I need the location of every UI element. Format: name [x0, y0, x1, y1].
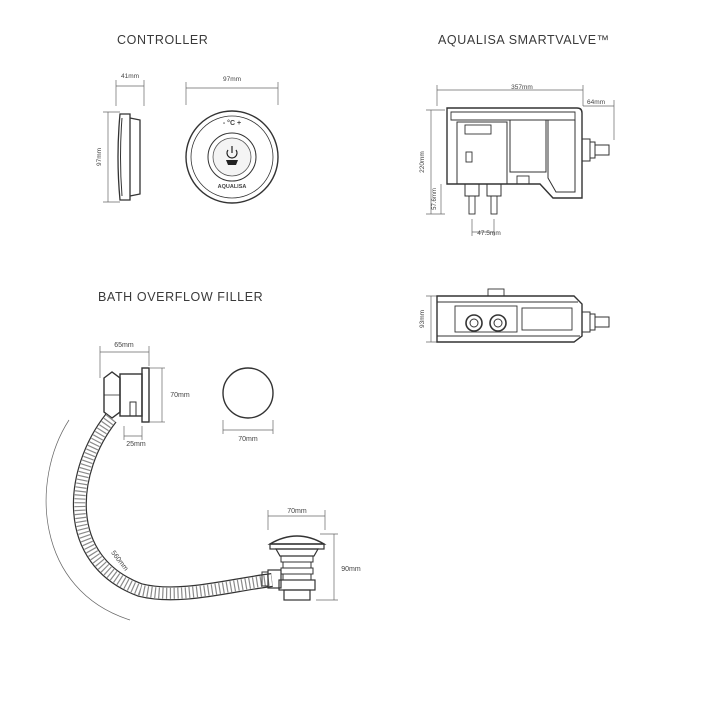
heading-bath-filler: BATH OVERFLOW FILLER: [98, 290, 264, 304]
dim-valve-depth: 93mm: [419, 310, 426, 328]
waste-assembly: 70mm 90mm: [261, 508, 361, 601]
heading-controller: CONTROLLER: [117, 33, 209, 47]
smartvalve-top-view: 357mm 64mm 220mm 57.6mm 47.5m: [419, 84, 615, 237]
dim-overflow-depth: 25mm: [126, 441, 146, 448]
dim-valve-height: 220mm: [419, 151, 426, 173]
smartvalve-side-view: 93mm: [419, 288, 610, 343]
dim-lower-height: 57.6mm: [432, 188, 438, 210]
overflow-cap: 70mm: [222, 367, 274, 443]
dim-overflow-width: 65mm: [114, 342, 134, 349]
dim-outlet-length: 64mm: [587, 99, 605, 106]
dim-cap-diameter: 70mm: [238, 436, 258, 443]
overflow-head: 65mm 70mm 25mm: [99, 342, 190, 448]
heading-smartvalve: AQUALISA SMARTVALVE™: [438, 33, 610, 47]
temp-label: - °C +: [223, 119, 241, 127]
controller-brand: AQUALISA: [218, 184, 247, 190]
controller-front-view: 97mm - °C + AQUALISA: [185, 76, 279, 204]
dim-side-height: 97mm: [96, 148, 103, 166]
dim-waste-height: 90mm: [341, 566, 361, 573]
dim-side-depth: 41mm: [121, 73, 139, 80]
power-icon[interactable]: [226, 146, 238, 159]
bath-icon: [226, 160, 238, 165]
controller-side-view: 41mm 97mm: [96, 73, 145, 203]
dim-overflow-height: 70mm: [170, 392, 190, 399]
dim-front-width: 97mm: [223, 76, 241, 83]
dim-waste-width: 70mm: [287, 508, 307, 515]
dim-outlet-spacing: 47.5mm: [477, 230, 500, 237]
flexible-hose: 560mm: [45, 413, 273, 621]
dim-valve-width: 357mm: [511, 84, 533, 91]
